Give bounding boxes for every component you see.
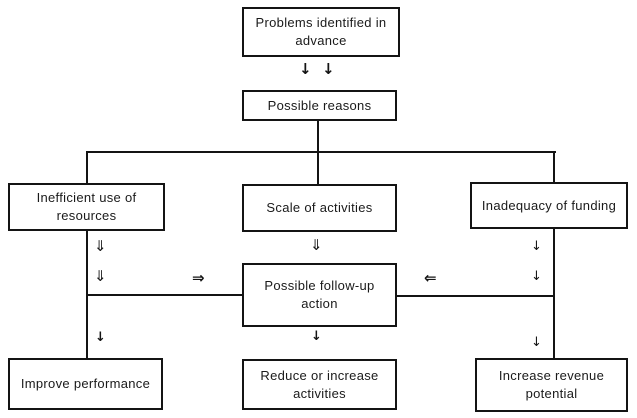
down-arrow-icon: ↓ — [531, 239, 542, 254]
box-increase-revenue-potential: Increase revenue potential — [475, 358, 628, 412]
down-arrow-icon: ⇓ — [94, 267, 107, 285]
box-label: Improve performance — [20, 376, 151, 392]
connector-followup-to-right — [397, 295, 555, 297]
box-label: Inadequacy of funding — [481, 197, 617, 213]
down-arrow-icon: ↓ — [299, 60, 312, 78]
right-arrow-icon: ⇒ — [192, 269, 205, 287]
box-label: Possible reasons — [267, 97, 372, 113]
box-possible-follow-up-action: Possible follow-up action — [242, 263, 397, 327]
connector-distributor-horizontal — [86, 151, 556, 153]
box-scale-of-activities: Scale of activities — [242, 184, 397, 232]
box-label: Reduce or increase activities — [260, 367, 379, 401]
down-arrow-icon: ↓ — [531, 335, 542, 350]
connector-drop-right — [553, 151, 555, 183]
down-arrow-icon: ↓ — [311, 329, 322, 344]
connector-reasons-to-distributor — [317, 121, 319, 152]
box-label: Problems identified in advance — [255, 15, 387, 48]
down-arrow-icon: ⇓ — [310, 236, 323, 254]
box-label: Scale of activities — [266, 200, 373, 216]
down-arrow-icon: ⇓ — [94, 237, 107, 255]
box-possible-reasons: Possible reasons — [242, 90, 397, 121]
box-inadequacy-of-funding: Inadequacy of funding — [470, 182, 628, 229]
box-inefficient-use-of-resources: Inefficient use of resources — [8, 183, 165, 231]
box-improve-performance: Improve performance — [8, 358, 163, 410]
down-arrow-icon: ↓ — [322, 60, 335, 78]
connector-drop-left — [86, 151, 88, 184]
box-label: Possible follow-up action — [264, 278, 375, 311]
box-label: Inefficient use of resources — [36, 190, 137, 223]
connector-right-column — [553, 228, 555, 358]
connector-drop-center — [317, 151, 319, 185]
box-reduce-or-increase-activities: Reduce or increase activities — [242, 359, 397, 410]
box-problems-identified: Problems identified in advance — [242, 7, 400, 57]
box-label: Increase revenue potential — [498, 368, 605, 401]
down-arrow-icon: ↓ — [95, 330, 106, 345]
connector-left-to-followup — [86, 294, 242, 296]
left-arrow-icon: ⇐ — [424, 269, 437, 287]
down-arrow-icon: ↓ — [531, 269, 542, 284]
